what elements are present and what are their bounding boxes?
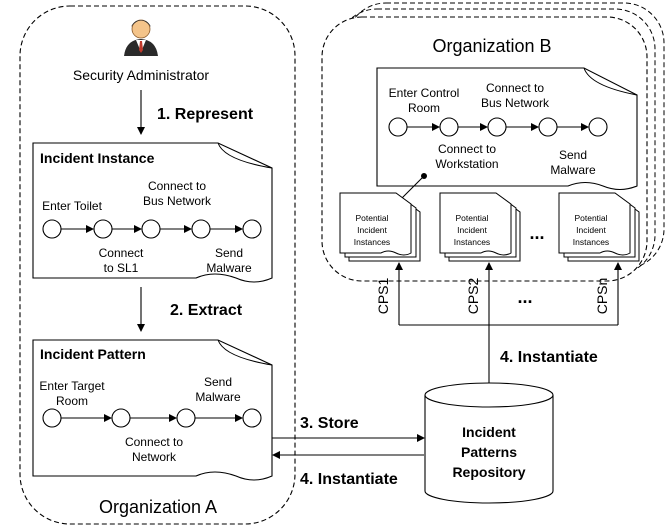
ob-workstation-2: Workstation xyxy=(435,157,498,171)
potential-1-line-1: Potential xyxy=(355,213,388,223)
incident-instance-title: Incident Instance xyxy=(40,150,155,166)
ob-send-malware-1: Send xyxy=(559,148,587,162)
ii-connect-sl1-1: Connect xyxy=(99,246,144,260)
potential-1-line-2: Incident xyxy=(357,225,387,235)
potential-n-line-2: Incident xyxy=(576,225,606,235)
potential-2-line-1: Potential xyxy=(455,213,488,223)
cpsn-label: CPSn xyxy=(594,278,610,315)
potential-2-line-3: Instances xyxy=(454,237,490,247)
potential-stack-2 xyxy=(439,192,521,262)
repository-line-3: Repository xyxy=(452,464,525,480)
ip-enter-target-2: Room xyxy=(56,394,88,408)
potential-1-line-3: Instances xyxy=(354,237,390,247)
ip-connect-network-2: Network xyxy=(132,450,177,464)
step-extract-label: 2. Extract xyxy=(170,302,243,319)
ip-enter-target-1: Enter Target xyxy=(39,379,105,393)
ii-send-malware-1: Send xyxy=(215,246,243,260)
ob-bus-network-2: Bus Network xyxy=(481,96,550,110)
ob-workstation-1: Connect to xyxy=(438,142,496,156)
ii-connect-sl1-2: to SL1 xyxy=(104,261,139,275)
potential-n-line-1: Potential xyxy=(574,213,607,223)
potential-2-line-2: Incident xyxy=(457,225,487,235)
repository-line-2: Patterns xyxy=(461,444,517,460)
potential-ellipsis: ... xyxy=(529,223,544,243)
step-instantiate-b-label: 4. Instantiate xyxy=(500,349,598,366)
potential-n-line-3: Instances xyxy=(573,237,609,247)
ii-bus-network-1: Connect to xyxy=(148,179,206,193)
ip-connect-network-1: Connect to xyxy=(125,435,183,449)
ii-send-malware-2: Malware xyxy=(206,261,252,275)
incident-pattern-title: Incident Pattern xyxy=(40,346,146,362)
incident-instance-box xyxy=(32,142,273,283)
repository-line-1: Incident xyxy=(462,424,516,440)
ob-control-room-1: Enter Control xyxy=(389,86,460,100)
user-icon xyxy=(124,19,158,56)
step-represent-label: 1. Represent xyxy=(157,106,254,123)
organization-a-label: Organization A xyxy=(99,497,217,517)
organization-a-region xyxy=(19,5,296,525)
repository-cylinder xyxy=(424,382,554,504)
incident-pattern-box xyxy=(32,339,273,481)
cps-ellipsis: ... xyxy=(517,287,532,307)
ob-bus-network-1: Connect to xyxy=(486,81,544,95)
cps2-label: CPS2 xyxy=(465,278,481,315)
step-store-label: 3. Store xyxy=(300,415,359,432)
ii-bus-network-2: Bus Network xyxy=(143,194,212,208)
ob-send-malware-2: Malware xyxy=(550,163,596,177)
ip-send-malware-1: Send xyxy=(204,375,232,389)
admin-label: Security Administrator xyxy=(73,67,209,83)
organization-b-label: Organization B xyxy=(432,36,551,56)
potential-stack-n xyxy=(558,192,640,262)
org-b-instance-box xyxy=(376,67,638,191)
ob-control-room-2: Room xyxy=(408,101,440,115)
ii-enter-toilet: Enter Toilet xyxy=(42,199,102,213)
cps1-label: CPS1 xyxy=(375,278,391,315)
step-instantiate-a-label: 4. Instantiate xyxy=(300,471,398,488)
potential-stack-1 xyxy=(339,192,421,262)
ip-send-malware-2: Malware xyxy=(195,390,241,404)
